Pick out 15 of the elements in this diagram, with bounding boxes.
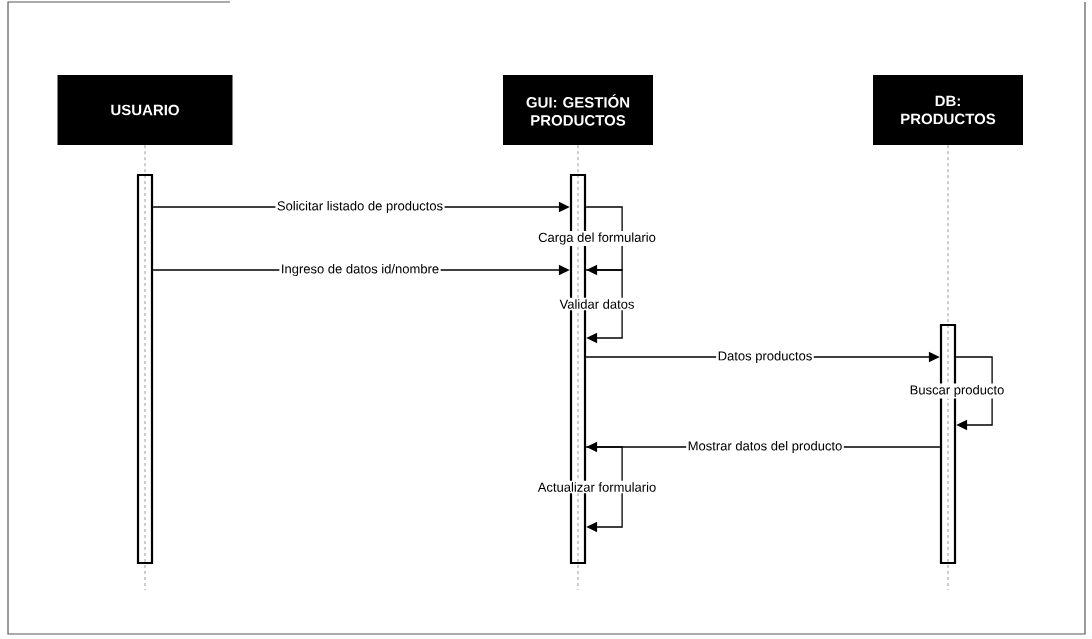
self-message-arrow bbox=[955, 356, 993, 431]
lifeline bbox=[144, 144, 146, 175]
self-message-arrow bbox=[585, 446, 623, 533]
lifeline bbox=[947, 144, 949, 325]
lifeline-header: GUI: GESTIÓN PRODUCTOS bbox=[503, 75, 653, 145]
edge-label: Datos productos bbox=[716, 349, 814, 365]
edge-label: Mostrar datos del producto bbox=[686, 439, 844, 455]
activation-bar bbox=[136, 173, 154, 565]
edge-label: Ingreso de datos id/nombre bbox=[279, 262, 441, 278]
lifeline bbox=[577, 144, 579, 175]
edge-label: Buscar producto bbox=[908, 383, 1006, 399]
lifeline-header: DB: PRODUCTOS bbox=[873, 75, 1023, 145]
edge-label: Solicitar listado de productos bbox=[275, 199, 445, 215]
lifeline-header: USUARIO bbox=[57, 75, 233, 145]
self-message-arrow bbox=[585, 269, 623, 344]
